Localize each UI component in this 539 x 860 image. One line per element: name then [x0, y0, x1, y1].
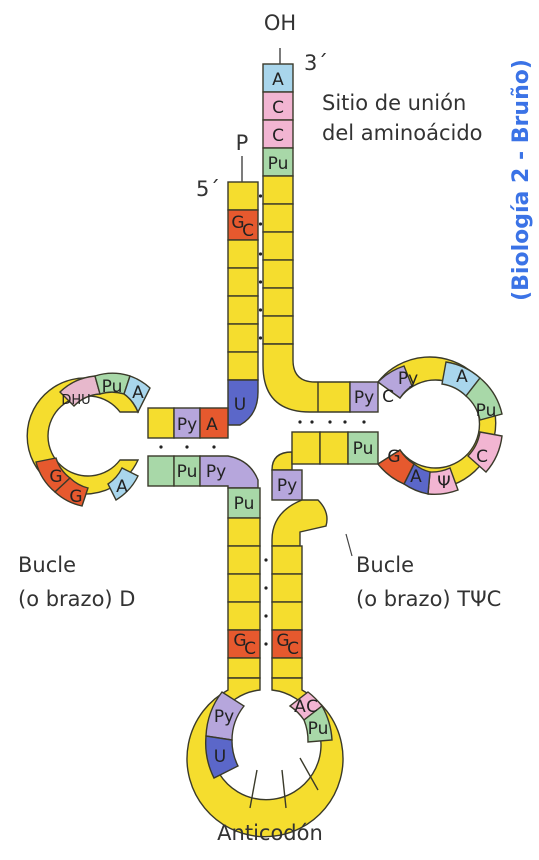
stem-block	[228, 658, 260, 678]
stem-block	[228, 518, 260, 546]
pairing-dots-acceptor	[259, 194, 262, 339]
stem-block	[263, 204, 293, 232]
d-stem-block	[148, 408, 174, 438]
nuc-A: A	[116, 477, 128, 497]
label-3prime: 3´	[304, 51, 328, 75]
label-5prime: 5´	[196, 177, 220, 201]
stem-block	[320, 432, 348, 464]
stem-block	[263, 260, 293, 288]
nuc-A: A	[456, 367, 468, 387]
nuc-A: A	[294, 697, 306, 717]
t-loop-leader	[346, 534, 352, 556]
nuc-Pu: Pu	[102, 377, 123, 397]
nuc-Pu: Pu	[234, 494, 255, 514]
nuc-C: C	[272, 98, 284, 118]
stem-block	[272, 546, 302, 574]
nuc-C: C	[272, 126, 284, 146]
nuc-psi: Ψ	[437, 473, 450, 493]
nuc-A: A	[206, 415, 218, 435]
stem-block	[263, 176, 293, 204]
nuc-Pu: Pu	[177, 462, 198, 482]
nuc-G: G	[69, 487, 82, 507]
nuc-C: C	[242, 221, 254, 241]
nuc-C: C	[476, 447, 488, 467]
stem-block	[272, 574, 302, 602]
nuc-Py: Py	[206, 462, 226, 482]
nuc-DHU: DHU	[61, 393, 90, 408]
pairing-dots-anticodon	[264, 558, 267, 645]
label-p: P	[236, 131, 249, 155]
label-d-loop-line1: Bucle	[18, 553, 76, 577]
nuc-A: A	[272, 70, 284, 90]
stem-block	[292, 432, 320, 464]
label-d-loop-line2: (o brazo) D	[18, 587, 135, 611]
stem-block	[263, 288, 293, 316]
stem-block	[228, 602, 260, 630]
nuc-C: C	[244, 639, 256, 659]
nuc-G: G	[49, 467, 62, 487]
nuc-Pu: Pu	[308, 719, 329, 739]
nuc-Pu: Pu	[353, 439, 374, 459]
stem-block	[272, 452, 292, 470]
nuc-Py: Py	[398, 369, 418, 389]
acceptor-elbow	[263, 344, 350, 412]
nuc-A: A	[132, 383, 144, 403]
stem-block	[228, 240, 258, 268]
stem-block	[272, 602, 302, 630]
stem-block	[228, 324, 258, 352]
stem-block	[263, 316, 293, 344]
stem-block	[228, 182, 258, 210]
nuc-U: U	[214, 747, 226, 767]
nuc-Py: Py	[214, 707, 234, 727]
stem-block	[263, 232, 293, 260]
nuc-C: C	[306, 697, 318, 717]
label-anticodon: Anticodón	[217, 821, 323, 845]
nuc-C: C	[287, 639, 299, 659]
nuc-Pu: Pu	[268, 154, 289, 174]
t-stem-curve	[272, 500, 327, 546]
pairing-dots-t	[298, 420, 365, 423]
nuc-A: A	[410, 467, 422, 487]
stem-block	[228, 268, 258, 296]
stem-block	[228, 574, 260, 602]
pairing-dots-d	[159, 445, 215, 448]
nuc-C: C	[382, 387, 394, 407]
stem-block	[228, 352, 258, 380]
label-acceptor-line1: Sitio de unión	[322, 91, 466, 115]
nuc-Py: Py	[177, 415, 197, 435]
nuc-Py: Py	[277, 476, 297, 496]
stem-block	[228, 296, 258, 324]
stem-block	[272, 658, 302, 678]
nuc-U: U	[234, 395, 246, 415]
label-t-loop-line2: (o brazo) TΨC	[356, 587, 501, 611]
label-oh: OH	[264, 11, 296, 35]
credit-text: (Biología 2 - Bruño)	[509, 59, 534, 301]
label-t-loop-line1: Bucle	[356, 553, 414, 577]
label-acceptor-line2: del aminoácido	[322, 121, 483, 145]
base-Pu-dstem-bottom	[148, 456, 174, 486]
nuc-Py: Py	[354, 388, 374, 408]
nuc-G: G	[387, 447, 400, 467]
stem-block	[228, 546, 260, 574]
nuc-Pu: Pu	[476, 401, 497, 421]
anticodon-loop	[187, 678, 343, 837]
